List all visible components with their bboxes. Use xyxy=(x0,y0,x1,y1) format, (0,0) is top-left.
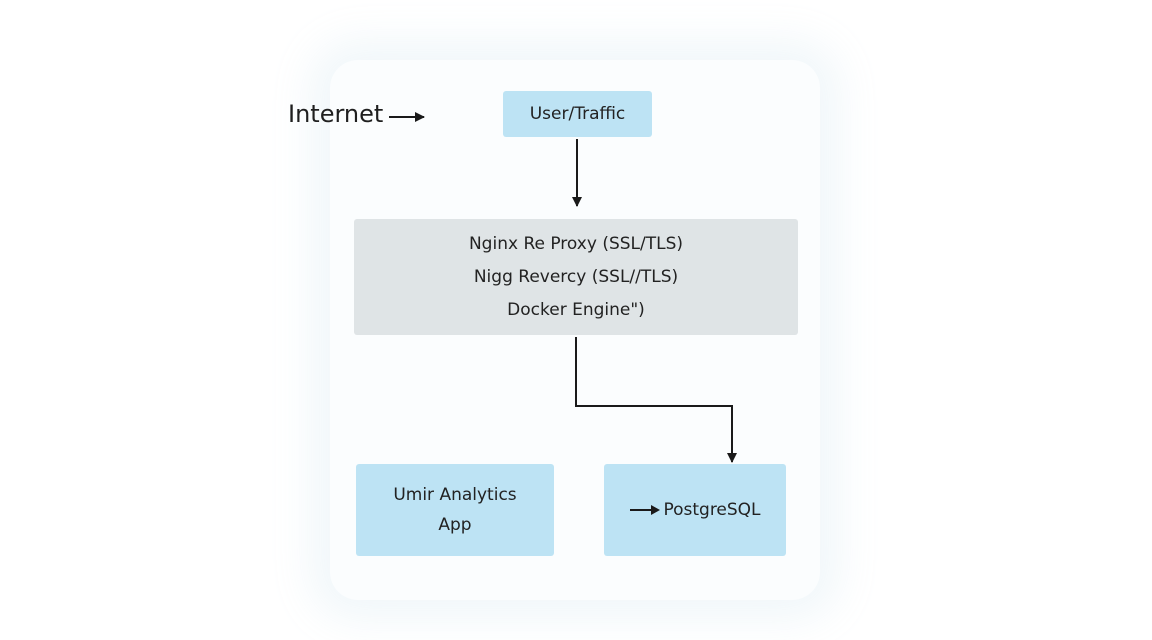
user-traffic-label: User/Traffic xyxy=(529,104,626,124)
proxy-to-database-arrow xyxy=(575,337,737,463)
app-line-2: App xyxy=(438,515,472,535)
proxy-line-2: Nigg Revercy (SSL//TLS) xyxy=(473,266,679,287)
proxy-line-3: Docker Engine") xyxy=(507,299,645,320)
postgresql-label: PostgreSQL xyxy=(663,500,761,520)
app-line-1: Umir Analytics xyxy=(393,485,517,505)
analytics-app-node: Umir Analytics App xyxy=(356,464,554,556)
inline-arrow-icon xyxy=(630,505,661,515)
nginx-proxy-node: Nginx Re Proxy (SSL/TLS) Nigg Revercy (S… xyxy=(354,219,798,335)
postgresql-node: PostgreSQL xyxy=(604,464,786,556)
user-traffic-node: User/Traffic xyxy=(503,91,652,137)
proxy-line-1: Nginx Re Proxy (SSL/TLS) xyxy=(468,233,684,254)
internet-label: Internet xyxy=(288,100,384,128)
